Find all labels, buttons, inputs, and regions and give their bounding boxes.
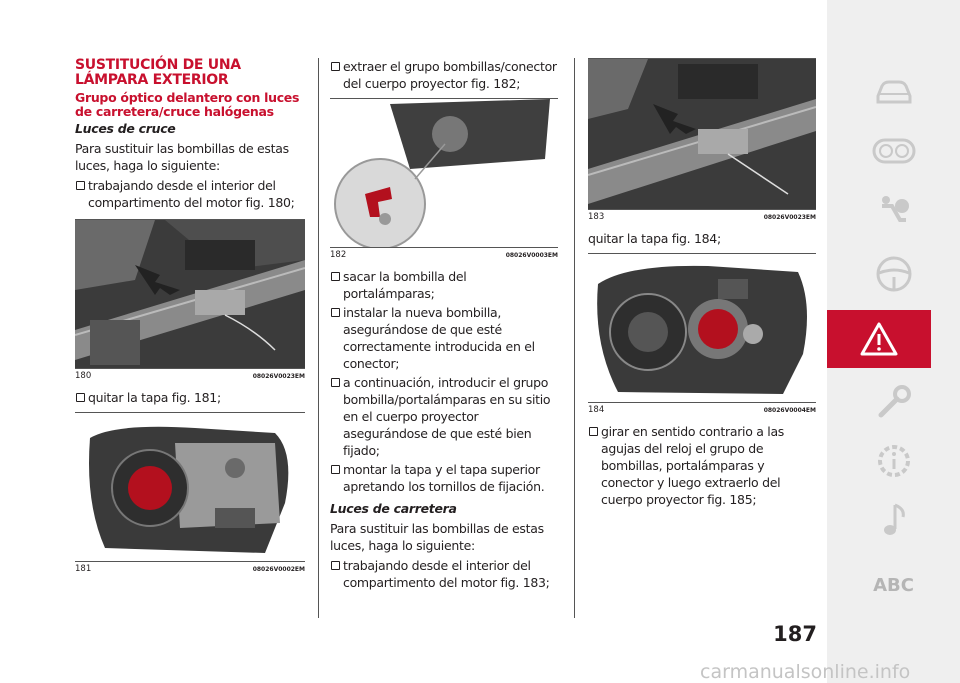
figure-number: 180 (75, 371, 92, 381)
headlamp-rear-image (588, 254, 816, 402)
sidebar-item-emergency[interactable] (827, 310, 931, 368)
cruce-step-2: quitar la tapa fig. 181; (75, 389, 305, 406)
figure-code: 08026V0023EM (763, 213, 816, 221)
figure-caption: 181 08026V0002EM (75, 561, 305, 574)
carretera-intro: Para sustituir las bombillas de estas lu… (330, 521, 544, 553)
steering-wheel-icon (876, 256, 911, 292)
airbag-icon (881, 196, 909, 222)
heading-luces-de-cruce: Luces de cruce (75, 121, 176, 136)
column-divider (574, 58, 575, 618)
figure-181: 181 08026V0002EM (75, 412, 305, 574)
watermark: carmanualsonline.info (700, 661, 911, 683)
cruce-step-1: trabajando desde el interior del compart… (75, 177, 305, 211)
sidebar-item-technical-data[interactable] (827, 432, 960, 490)
column-2: extraer el grupo bombillas/conector del … (330, 58, 558, 593)
warning-icon (860, 322, 898, 356)
page-number: 187 (773, 622, 817, 646)
figure-code: 08026V0004EM (763, 406, 816, 414)
step-mount-cover: montar la tapa y el tapa superior apreta… (330, 461, 558, 495)
step-remove-bulb: sacar la bombilla del portalámparas; (330, 268, 558, 302)
carretera-step-1: trabajando desde el interior del compart… (330, 557, 558, 591)
carretera-step-2: quitar la tapa fig. 184; (588, 231, 721, 246)
sidebar-item-maintenance[interactable] (827, 373, 960, 431)
section-title: SUSTITUCIÓN DE UNA LÁMPARA EXTERIOR (75, 57, 241, 88)
subsection-title: Grupo óptico delantero con luces de carr… (75, 90, 300, 119)
sidebar-item-car[interactable] (827, 62, 960, 120)
carretera-step-3: girar en sentido contrario a las agujas … (588, 423, 816, 508)
wrench-icon (878, 385, 911, 418)
abc-index-label: ABC (873, 574, 914, 596)
step-extract-bulb-group: extraer el grupo bombillas/conector del … (330, 58, 558, 92)
figure-caption: 183 08026V0023EM (588, 209, 816, 222)
column-1: SUSTITUCIÓN DE UNA LÁMPARA EXTERIOR Grup… (75, 58, 305, 582)
bulb-removal-image (330, 99, 558, 247)
figure-184: 184 08026V0004EM (588, 253, 816, 415)
figure-code: 08026V0002EM (252, 565, 305, 573)
figure-183: 183 08026V0023EM (588, 58, 816, 222)
figure-number: 184 (588, 405, 605, 415)
figure-caption: 182 08026V0003EM (330, 247, 558, 260)
chapter-sidebar: ABC (827, 0, 960, 683)
heading-luces-de-carretera: Luces de carretera (330, 501, 457, 516)
sidebar-item-index[interactable]: ABC (827, 556, 960, 614)
column-divider (318, 58, 319, 618)
sidebar-item-driving[interactable] (827, 245, 960, 303)
car-icon (876, 80, 911, 104)
sidebar-item-dashboard[interactable] (827, 122, 960, 180)
headlamp-rear-image (75, 413, 305, 561)
cruce-intro: Para sustituir las bombillas de estas lu… (75, 141, 289, 173)
step-install-bulb: instalar la nueva bombilla, asegurándose… (330, 304, 558, 372)
figure-code: 08026V0003EM (505, 251, 558, 259)
info-gear-icon (877, 445, 910, 477)
figure-caption: 184 08026V0004EM (588, 402, 816, 415)
music-icon (883, 503, 905, 535)
sidebar-item-safety[interactable] (827, 182, 960, 240)
figure-number: 181 (75, 564, 92, 574)
figure-caption: 180 08026V0023EM (75, 368, 305, 381)
sidebar-item-multimedia[interactable] (827, 490, 960, 548)
figure-number: 183 (588, 212, 605, 222)
step-reinsert-group: a continuación, introducir el grupo bomb… (330, 374, 558, 459)
dashboard-icon (872, 138, 915, 164)
engine-bay-image (588, 59, 816, 209)
figure-182: 182 08026V0003EM (330, 98, 558, 260)
engine-bay-image (75, 220, 305, 368)
column-3: 183 08026V0023EM quitar la tapa fig. 184… (588, 58, 816, 510)
figure-code: 08026V0023EM (252, 372, 305, 380)
figure-180: 180 08026V0023EM (75, 219, 305, 381)
figure-number: 182 (330, 250, 347, 260)
